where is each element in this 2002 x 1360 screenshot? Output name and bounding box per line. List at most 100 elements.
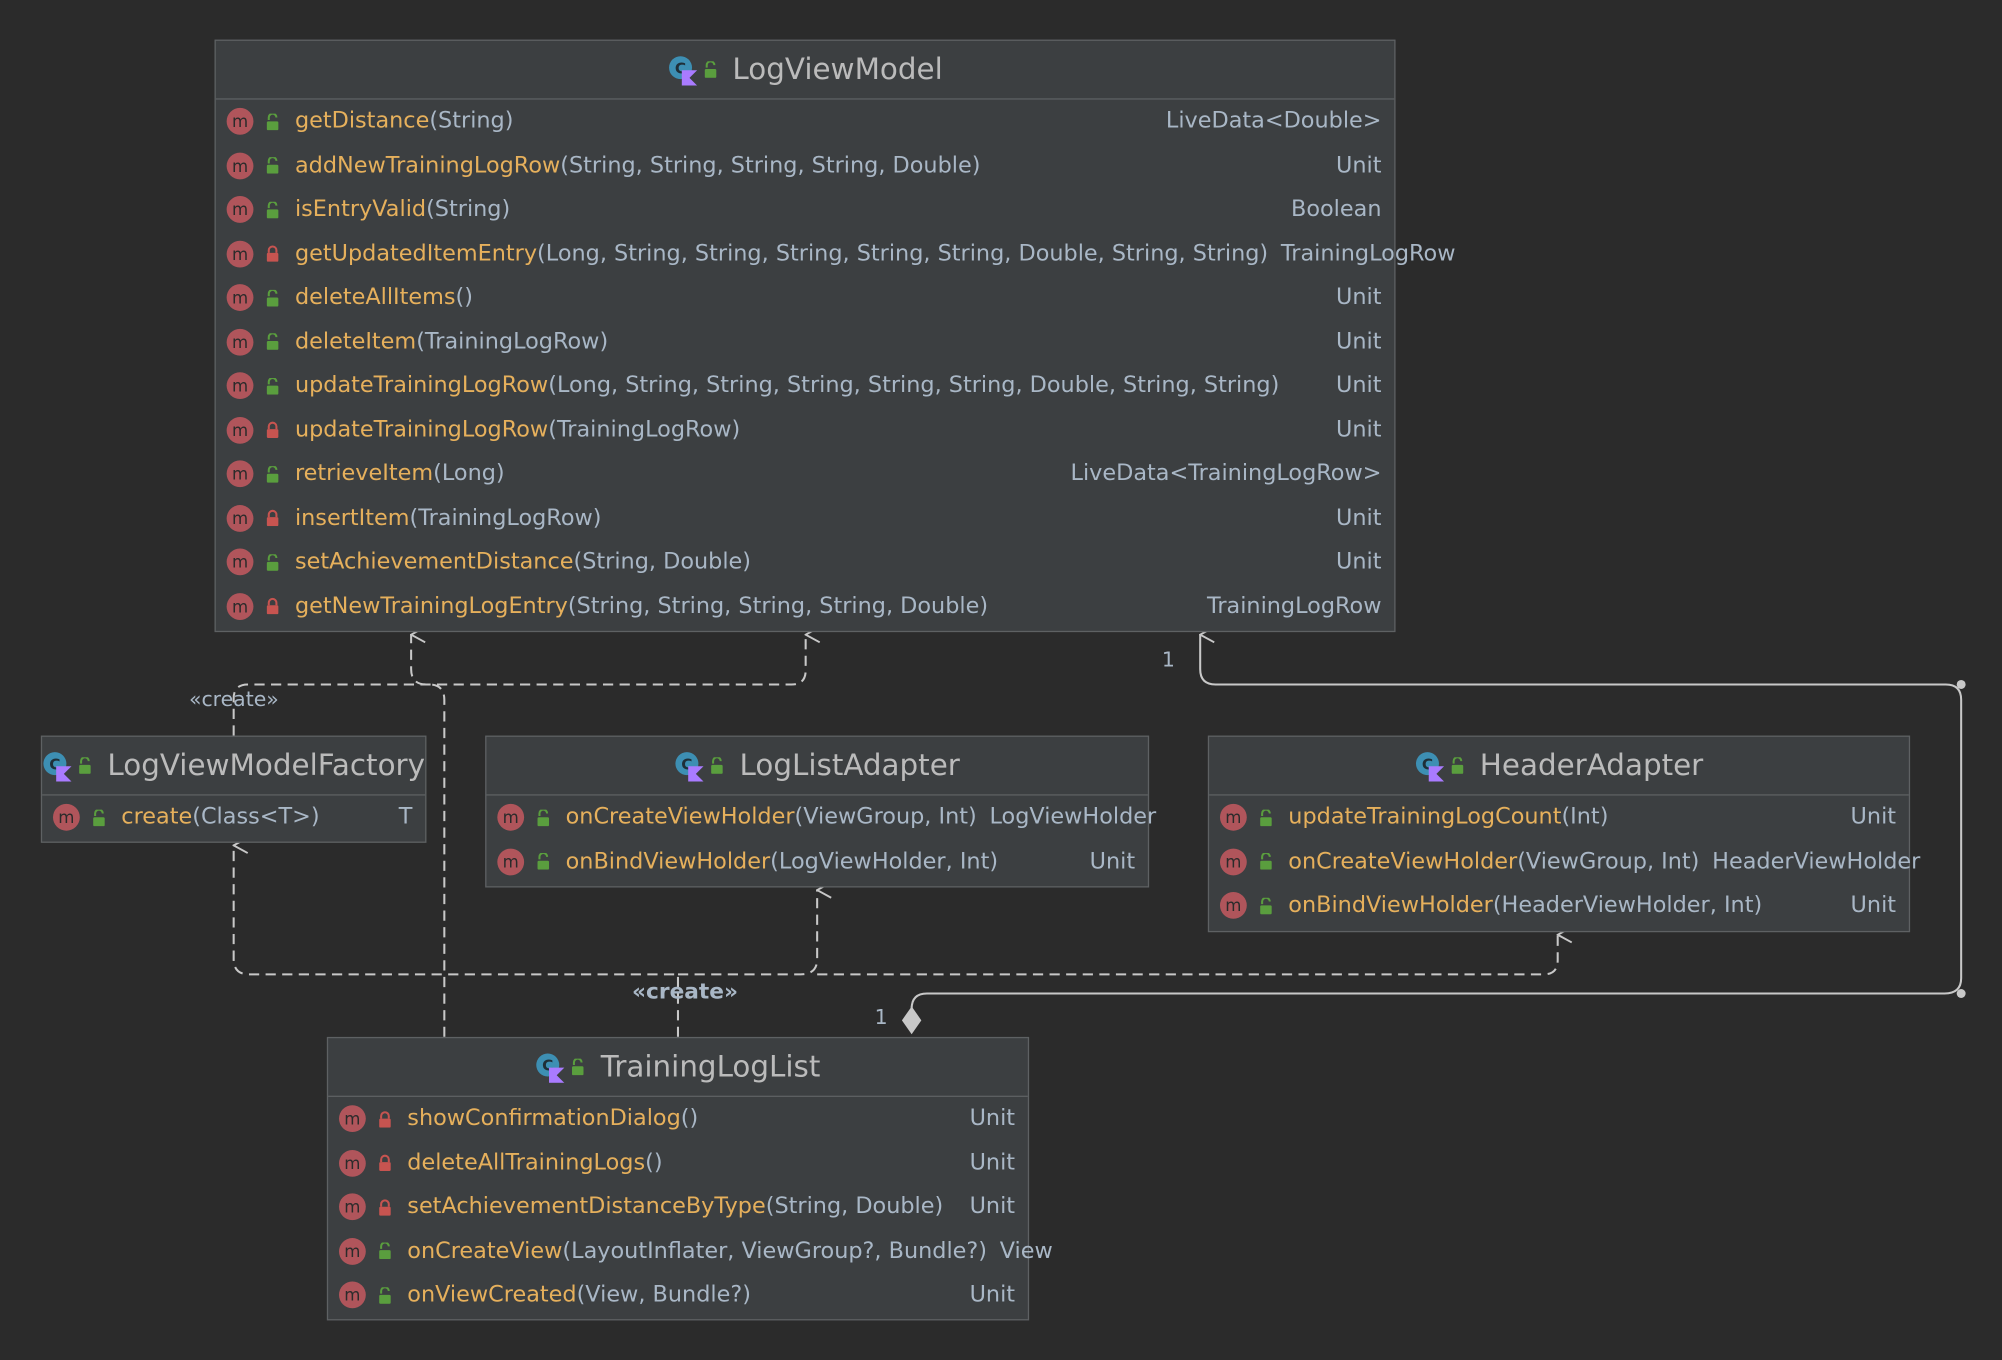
method-return-type: Unit [1850, 892, 1897, 919]
method-params: () [455, 285, 473, 311]
method-icon: m [338, 1281, 366, 1309]
method-name: updateTrainingLogRow [294, 373, 549, 399]
kotlin-class-icon: C [668, 55, 697, 85]
method-icon: m [338, 1105, 366, 1133]
method-params: (String, String, String, String, Double) [560, 152, 981, 179]
public-visibility-icon [266, 465, 279, 483]
svg-text:m: m [232, 465, 248, 484]
method-params: (TrainingLogRow) [416, 329, 609, 355]
svg-text:m: m [1225, 896, 1241, 915]
method-params: (String) [429, 108, 514, 135]
method-row[interactable]: m getUpdatedItemEntry(Long, String, Strin… [216, 232, 1455, 276]
method-params: (TrainingLogRow) [548, 417, 741, 443]
method-params: (HeaderViewHolder, Int) [1492, 892, 1763, 919]
method-params: (View, Bundle?) [576, 1282, 751, 1308]
method-icon: m [226, 328, 254, 356]
public-visibility-icon [537, 853, 550, 870]
public-visibility-icon [572, 1058, 585, 1076]
method-return-type: LogViewHolder [989, 804, 1157, 831]
multiplicity-viewmodel: 1 [1162, 648, 1175, 672]
method-icon: m [497, 848, 525, 876]
method-params: (Long, String, String, String, String, S… [537, 241, 1269, 267]
method-icon: m [338, 1149, 366, 1177]
public-visibility-icon [1451, 757, 1464, 774]
method-params: (Int) [1561, 804, 1609, 831]
public-visibility-icon [704, 61, 716, 78]
method-return-type: Unit [1336, 505, 1382, 531]
method-name: insertItem [294, 505, 410, 531]
method-return-type: Unit [969, 1106, 1016, 1132]
method-name: onBindViewHolder [565, 848, 771, 875]
bend-point [1956, 989, 1966, 998]
method-params: (TrainingLogRow) [409, 505, 602, 531]
method-return-type: Unit [1089, 848, 1136, 875]
method-params: (Long, String, String, String, String, S… [548, 373, 1280, 399]
method-icon: m [1219, 848, 1247, 876]
method-icon: m [226, 152, 254, 180]
kotlin-class-icon: C [43, 751, 72, 781]
method-name: getUpdatedItemEntry [294, 241, 538, 267]
method-name: retrieveItem [294, 461, 434, 487]
method-name: updateTrainingLogCount [1288, 804, 1562, 831]
method-name: create [121, 804, 193, 831]
public-visibility-icon [266, 113, 279, 130]
method-return-type: Unit [1336, 417, 1382, 443]
class-header[interactable]: C LogViewModel [215, 41, 1395, 100]
method-icon: m [338, 1237, 366, 1265]
svg-text:C: C [49, 755, 60, 773]
method-return-type: TrainingLogRow [1280, 241, 1456, 267]
kotlin-class-icon: C [536, 1052, 565, 1083]
svg-text:m: m [503, 852, 519, 871]
public-visibility-icon [93, 809, 105, 826]
method-row[interactable]: m updateTrainingLogRow(Long, String, Stri… [216, 364, 1394, 408]
method-name: onCreateViewHolder [565, 804, 795, 831]
method-name: showConfirmationDialog [407, 1106, 681, 1132]
svg-text:m: m [232, 289, 248, 308]
svg-text:m: m [232, 333, 248, 352]
create-label-top: «create» [189, 687, 279, 711]
svg-text:m: m [1225, 852, 1241, 871]
method-name: onBindViewHolder [1288, 892, 1493, 919]
svg-text:m: m [232, 245, 248, 264]
method-row[interactable]: m onBindViewHolder(HeaderViewHolder, Int)… [1209, 884, 1909, 928]
method-return-type: Unit [1336, 285, 1382, 311]
method-return-type: Unit [1336, 373, 1382, 399]
private-visibility-icon [266, 598, 279, 615]
public-visibility-icon [1260, 853, 1272, 870]
class-name: LogViewModel [732, 52, 943, 87]
method-icon: m [338, 1193, 366, 1221]
method-params: (LayoutInflater, ViewGroup?, Bundle?) [562, 1238, 987, 1264]
svg-text:m: m [232, 377, 248, 396]
method-params: (String) [426, 196, 511, 223]
kotlin-class-icon: C [675, 751, 704, 781]
